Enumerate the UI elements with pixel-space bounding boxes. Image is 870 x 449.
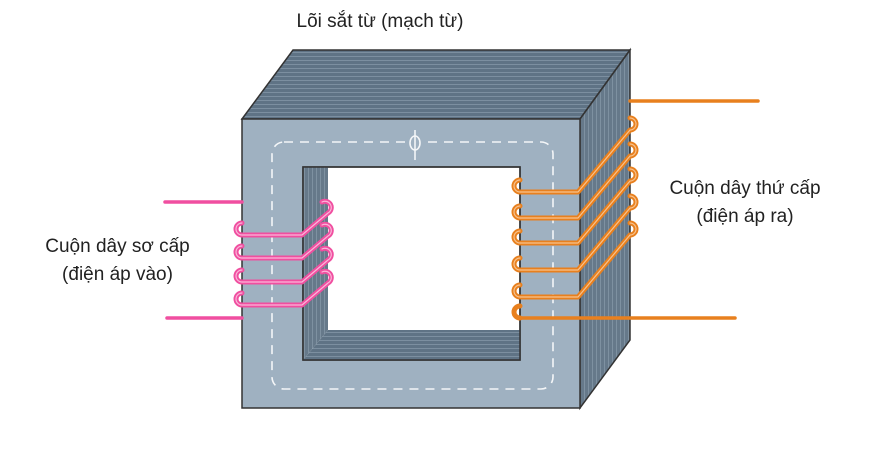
primary-label-line1: Cuộn dây sơ cấp: [45, 236, 190, 257]
coil-turn: [511, 303, 523, 321]
secondary-label-line2: (điện áp ra): [696, 206, 794, 227]
secondary-label: Cuộn dây thứ cấp (điện áp ra): [640, 175, 850, 231]
secondary-coil: [511, 99, 760, 321]
inner-bottom-wall: [303, 330, 520, 360]
coil-turn: [513, 222, 637, 298]
coil-turn: [235, 200, 332, 236]
coil-turn: [513, 168, 637, 244]
coil-turn: [235, 270, 332, 306]
core-top-face: [240, 49, 632, 120]
secondary-label-line1: Cuộn dây thứ cấp: [669, 178, 821, 199]
coil-turn: [235, 247, 332, 283]
coil-turn: [513, 117, 637, 193]
core-front-face: [241, 118, 581, 409]
primary-label: Cuộn dây sơ cấp (điện áp vào): [0, 233, 235, 289]
coil-turn: [513, 195, 637, 271]
coil-turn: [235, 223, 332, 259]
core-label: Lõi sắt từ (mạch từ): [296, 11, 464, 32]
primary-coil: [163, 198, 334, 320]
primary-label-line2: (điện áp vào): [62, 264, 173, 285]
flux-symbol-icon: [406, 130, 424, 160]
coil-turn: [513, 143, 637, 219]
